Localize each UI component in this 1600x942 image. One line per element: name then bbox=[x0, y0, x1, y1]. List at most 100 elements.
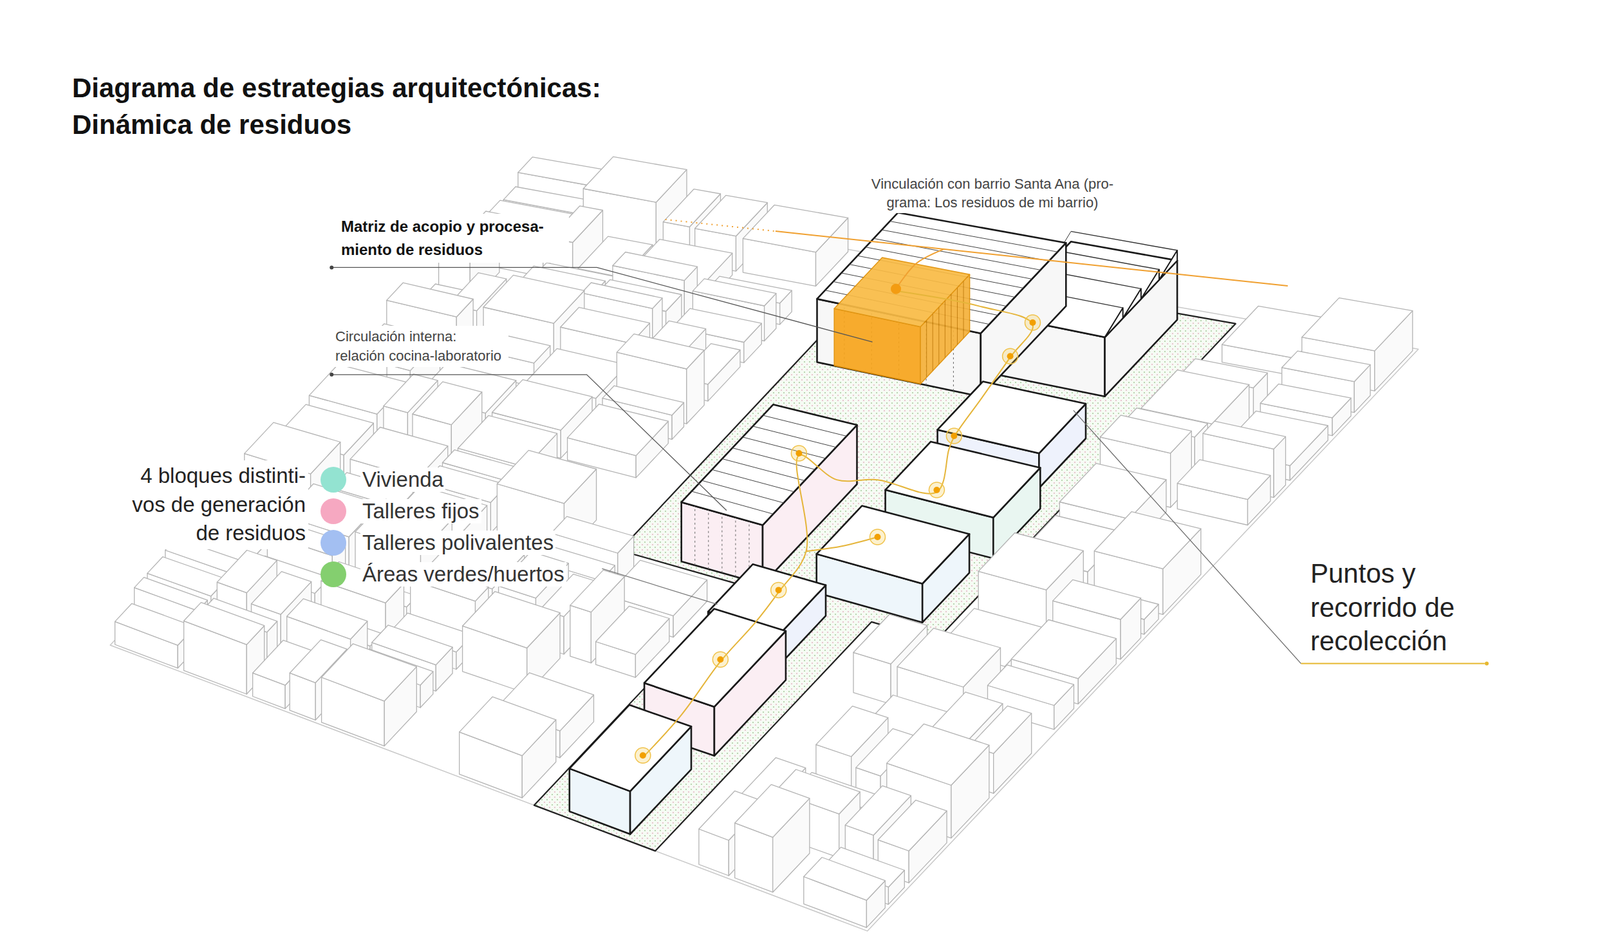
legend-swatch bbox=[320, 466, 347, 493]
collection-point bbox=[775, 586, 782, 593]
processing-matrix bbox=[834, 257, 970, 384]
legend-heading: 4 bloques distinti- vos de generación de… bbox=[119, 460, 309, 549]
collection-point-ring bbox=[928, 482, 945, 498]
matrix-rib bbox=[932, 313, 934, 371]
pillar-line bbox=[734, 517, 736, 577]
roof-face bbox=[1302, 297, 1413, 351]
collection-point bbox=[716, 655, 724, 663]
neighbourhood-link bbox=[665, 219, 776, 232]
sawtooth-roof bbox=[1159, 250, 1178, 280]
roof-face bbox=[1202, 420, 1286, 449]
roof-face bbox=[496, 449, 596, 503]
roof-face bbox=[1260, 383, 1351, 418]
roof-rib bbox=[742, 437, 826, 459]
building-block bbox=[459, 696, 557, 798]
matrix-rib bbox=[938, 306, 940, 365]
roof-face bbox=[1052, 579, 1142, 620]
collection-point-ring bbox=[635, 747, 651, 763]
pillar-line bbox=[721, 513, 723, 573]
matrix-rib bbox=[944, 300, 946, 358]
building-block bbox=[184, 602, 265, 694]
roof-face bbox=[742, 204, 848, 252]
sawtooth-roof bbox=[1141, 269, 1160, 300]
collection-route-layer bbox=[329, 219, 1489, 763]
legend-row: Áreas verdes/huertos bbox=[320, 558, 567, 590]
roof-face bbox=[287, 598, 368, 640]
roof-rib bbox=[890, 221, 1058, 253]
building-block bbox=[734, 783, 810, 892]
roof-face bbox=[644, 608, 786, 707]
sawtooth-roof bbox=[1123, 288, 1142, 318]
roof-face bbox=[1059, 463, 1167, 519]
matrix-rib bbox=[926, 319, 927, 378]
building-block bbox=[115, 603, 196, 668]
roof-face bbox=[115, 603, 196, 645]
roof-face bbox=[1282, 350, 1371, 382]
collection-point-ring bbox=[1002, 348, 1019, 364]
roof-face bbox=[583, 156, 687, 203]
roof-face bbox=[681, 404, 858, 525]
legend-swatch bbox=[320, 561, 347, 587]
leader-line bbox=[1300, 662, 1485, 665]
roof-face bbox=[734, 783, 810, 837]
pillar-line bbox=[694, 505, 696, 566]
collection-point-ring bbox=[946, 427, 962, 444]
roof-rib bbox=[722, 458, 805, 481]
roof-face bbox=[581, 282, 663, 309]
roof-face bbox=[616, 334, 705, 369]
sawtooth-roof bbox=[1105, 307, 1124, 338]
collection-point-ring bbox=[712, 651, 728, 667]
roof-face bbox=[692, 278, 777, 306]
roof-face bbox=[595, 605, 670, 654]
leader-dot bbox=[1484, 661, 1489, 666]
neighbourhood-link bbox=[775, 231, 1288, 286]
roof-face bbox=[459, 696, 557, 755]
roof-rib bbox=[711, 469, 795, 492]
roof-face bbox=[321, 643, 418, 701]
collection-point bbox=[933, 486, 940, 494]
legend-swatch bbox=[320, 529, 347, 556]
leader-line bbox=[1073, 409, 1302, 663]
legend-text: Talleres polivalentes bbox=[360, 530, 556, 555]
ground-plane bbox=[110, 193, 1419, 931]
legend-text: Talleres fijos bbox=[360, 498, 482, 524]
label-holder: Circulación interna: relación cocina-lab… bbox=[332, 325, 509, 367]
label-holder: Puntos y recorrido de recolección bbox=[1307, 555, 1468, 660]
callout-label: Matriz de acopio y procesa- miento de re… bbox=[338, 213, 569, 263]
legend-text: Áreas verdes/huertos bbox=[360, 561, 567, 587]
neighbourhood-link bbox=[895, 249, 945, 289]
link-note: Vinculación con barrio Santa Ana (pro- g… bbox=[857, 173, 1127, 214]
legend-row: Talleres polivalentes bbox=[320, 526, 567, 559]
roof-ridge bbox=[1070, 231, 1178, 250]
collection-point bbox=[874, 533, 881, 540]
roof-face bbox=[570, 569, 625, 612]
collection-point bbox=[795, 449, 802, 457]
callout-label: Puntos y recorrido de recolección bbox=[1307, 555, 1468, 660]
collection-point bbox=[950, 432, 958, 439]
roof-face bbox=[569, 704, 692, 791]
collection-point-ring bbox=[869, 529, 885, 545]
roof-face bbox=[987, 664, 1075, 706]
building-block bbox=[803, 857, 886, 928]
roof-face bbox=[550, 516, 634, 553]
label-holder: 4 bloques distinti- vos de generación de… bbox=[119, 460, 309, 549]
legend-row: Talleres fijos bbox=[320, 494, 567, 527]
collection-point-ring bbox=[790, 445, 807, 461]
building-block bbox=[1177, 459, 1271, 526]
roof-rib bbox=[701, 480, 784, 503]
buildings bbox=[115, 156, 1413, 927]
collection-point-ring bbox=[1024, 314, 1041, 331]
matrix-rib bbox=[957, 287, 958, 345]
roof-face bbox=[567, 404, 669, 456]
legend-text: Vivienda bbox=[360, 467, 446, 492]
collection-point bbox=[1007, 352, 1014, 360]
matrix-rib bbox=[950, 294, 952, 352]
roof-face bbox=[897, 628, 1001, 687]
legend-row: Vivienda bbox=[320, 463, 567, 495]
roof-face bbox=[134, 577, 208, 611]
roof-face bbox=[1100, 415, 1192, 454]
title-block: Diagrama de estrategias arquitectónicas:… bbox=[69, 68, 649, 145]
roof-face bbox=[937, 381, 1086, 454]
collection-route bbox=[642, 290, 1033, 758]
